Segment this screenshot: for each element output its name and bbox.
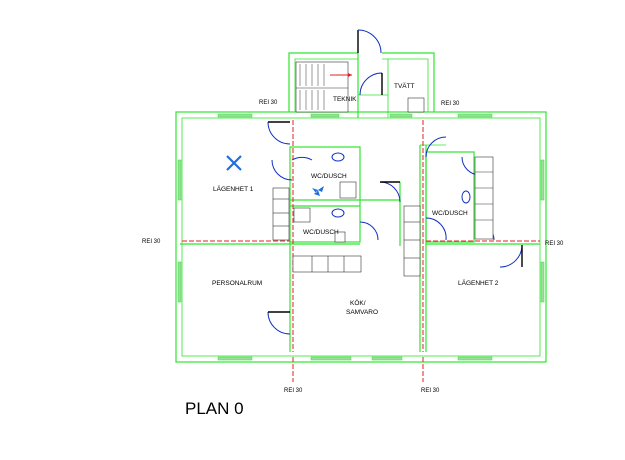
room-label-teknik: TEKNIK — [333, 96, 357, 103]
windows — [177, 113, 545, 361]
room-label-wc-dusch-2: WC/DUSCH — [303, 229, 339, 236]
fire-rating-bottom-right: REI 30 — [421, 388, 440, 394]
doors — [267, 29, 523, 335]
fire-rating-right: REI 30 — [545, 241, 564, 247]
staircase — [295, 61, 352, 113]
fire-rating-left: REI 30 — [142, 239, 161, 245]
room-label-lagenhet2: LÄGENHET 2 — [458, 279, 499, 287]
room-label-wc-dusch-3: WC/DUSCH — [432, 210, 468, 217]
fire-rating-top-left: REI 30 — [259, 100, 278, 106]
room-label-samvaro: SAMVARO — [346, 309, 378, 316]
outer-walls — [175, 52, 547, 363]
room-label-personalrum: PERSONALRUM — [212, 280, 262, 287]
interior-walls — [180, 144, 540, 352]
room-label-wc-dusch-1: WC/DUSCH — [311, 173, 347, 180]
fire-rating-bottom-left: REI 30 — [284, 388, 303, 394]
room-label-tvatt: TVÄTT — [394, 82, 415, 90]
fire-rating-top-right: REI 30 — [441, 101, 460, 107]
fire-separation-lines — [182, 120, 540, 382]
fixtures — [226, 97, 494, 277]
room-label-lagenhet1: LÄGENHET 1 — [213, 185, 254, 193]
plan-title: PLAN 0 — [185, 399, 244, 418]
room-label-kok: KÖK/ — [350, 299, 366, 307]
